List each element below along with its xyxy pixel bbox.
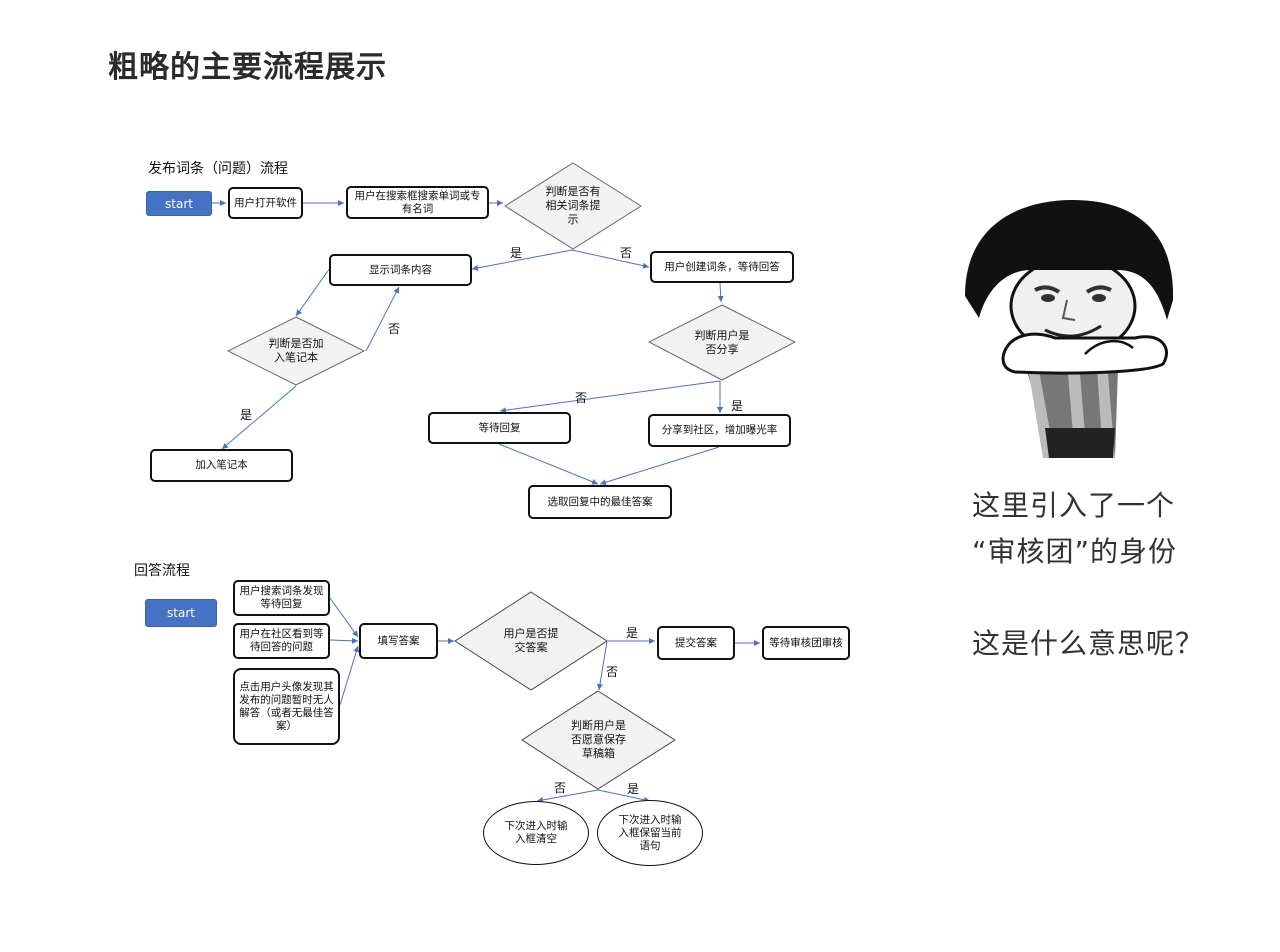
node-entry-search: 用户搜索词条发现等待回复 (233, 580, 330, 616)
decision-notebook-label: 判断是否加入笔记本 (268, 337, 324, 364)
decision-draft-label: 判断用户是否愿意保存草稿箱 (571, 719, 626, 760)
label-submit-no: 否 (606, 665, 619, 679)
node-add-notebook: 加入笔记本 (150, 449, 293, 482)
page-title: 粗略的主要流程展示 (108, 50, 387, 85)
node-show-content: 显示词条内容 (329, 254, 472, 286)
decision-related-entry: 判断是否有相关词条提示 (504, 162, 642, 250)
node-wait-review: 等待审核团审核 (762, 626, 850, 660)
label-submit-yes: 是 (626, 626, 639, 640)
flow2-start: start (145, 599, 217, 627)
decision-share-label: 判断用户是否分享 (694, 328, 750, 356)
comment-line-2: “审核团”的身份 (972, 535, 1178, 568)
node-entry-community: 用户在社区看到等待回答的问题 (233, 623, 330, 659)
label-draft-no: 否 (554, 781, 567, 795)
label-notebook-yes: 是 (240, 408, 253, 422)
flow1-start: start (146, 191, 212, 216)
node-create-entry: 用户创建词条，等待回答 (650, 251, 794, 283)
flow2-title: 回答流程 (134, 563, 190, 579)
label-related-no: 否 (620, 246, 633, 260)
label-notebook-no: 否 (388, 322, 401, 336)
comment-line-1: 这里引入了一个 (972, 489, 1176, 522)
node-search: 用户在搜索框搜索单词或专有名词 (346, 186, 489, 219)
node-entry-avatar: 点击用户头像发现其发布的问题暂时无人解答（或者无最佳答案） (233, 668, 340, 745)
keep-input-label: 下次进入时输入框保留当前语句 (618, 813, 682, 852)
flow1-title: 发布词条（问题）流程 (148, 161, 288, 177)
node-pick-best: 选取回复中的最佳答案 (528, 485, 672, 519)
node-keep-input: 下次进入时输入框保留当前语句 (597, 800, 703, 866)
node-wait-reply: 等待回复 (428, 412, 571, 444)
label-draft-yes: 是 (627, 782, 640, 796)
decision-draft: 判断用户是否愿意保存草稿箱 (521, 690, 676, 790)
label-related-yes: 是 (510, 246, 523, 260)
decision-submit-label: 用户是否提交答案 (503, 627, 559, 654)
node-share-community: 分享到社区，增加曝光率 (648, 414, 791, 447)
clear-input-label: 下次进入时输入框清空 (504, 820, 568, 845)
node-submit: 提交答案 (657, 626, 735, 660)
meme-face-illustration (905, 188, 1253, 466)
decision-notebook: 判断是否加入笔记本 (227, 316, 365, 386)
decision-share: 判断用户是否分享 (648, 304, 796, 381)
label-share-no: 否 (575, 391, 588, 405)
decision-related-label: 判断是否有相关词条提示 (545, 185, 601, 226)
node-open-app: 用户打开软件 (228, 187, 303, 219)
node-clear-input: 下次进入时输入框清空 (483, 801, 589, 865)
decision-submit: 用户是否提交答案 (454, 591, 608, 691)
comment-line-3: 这是什么意思呢？ (972, 627, 1205, 660)
node-write-answer: 填写答案 (359, 623, 438, 659)
label-share-yes: 是 (731, 399, 744, 413)
